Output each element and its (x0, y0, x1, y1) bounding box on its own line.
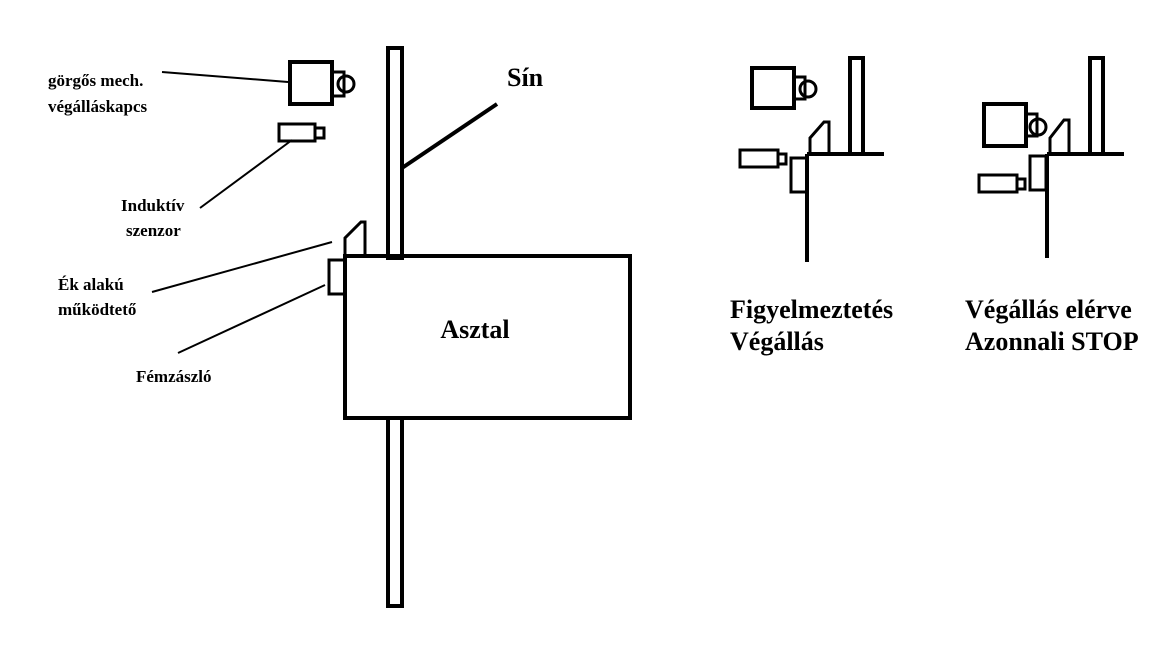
actuator-label: Ék alakú (58, 275, 124, 294)
rail-leader (400, 102, 499, 170)
rail (386, 46, 404, 608)
flag-leader (177, 284, 326, 354)
rail-segment (848, 56, 865, 156)
table-body (343, 254, 632, 420)
roller-limit-switch-icon (750, 66, 818, 110)
wedge-actuator-icon (343, 220, 367, 256)
wedge-actuator-icon (808, 120, 831, 154)
state-warning: Figyelmeztetés Végállás (730, 56, 893, 356)
flag-label: Fémzászló (136, 367, 212, 386)
main-assembly: Asztal görgős mech. végálláskapcs Sín In… (48, 46, 632, 608)
switch-label: végálláskapcs (48, 97, 148, 116)
metal-flag-icon (789, 156, 809, 194)
rail-segment (1088, 56, 1105, 156)
table-label: Asztal (440, 315, 509, 344)
sensor-label: szenzor (126, 221, 181, 240)
state-caption: Végállás (730, 327, 824, 356)
roller-limit-switch-icon (982, 102, 1048, 148)
metal-flag-icon (1028, 154, 1048, 192)
switch-leader (161, 71, 289, 83)
state-caption: Azonnali STOP (965, 327, 1139, 356)
inductive-sensor-icon (738, 148, 788, 169)
inductive-sensor-icon (277, 122, 326, 143)
wedge-actuator-icon (1048, 118, 1071, 154)
sensor-leader (199, 139, 293, 209)
state-caption: Végállás elérve (965, 295, 1132, 324)
switch-label: görgős mech. (48, 71, 143, 90)
state-stop: Végállás elérve Azonnali STOP (965, 56, 1139, 356)
rail-label: Sín (507, 63, 544, 92)
actuator-label: működtető (58, 300, 137, 319)
inductive-sensor-icon (977, 173, 1027, 194)
sensor-label: Induktív (121, 196, 185, 215)
roller-limit-switch-icon (288, 60, 356, 106)
state-caption: Figyelmeztetés (730, 295, 893, 324)
actuator-leader (151, 241, 333, 293)
metal-flag-icon (327, 258, 347, 296)
